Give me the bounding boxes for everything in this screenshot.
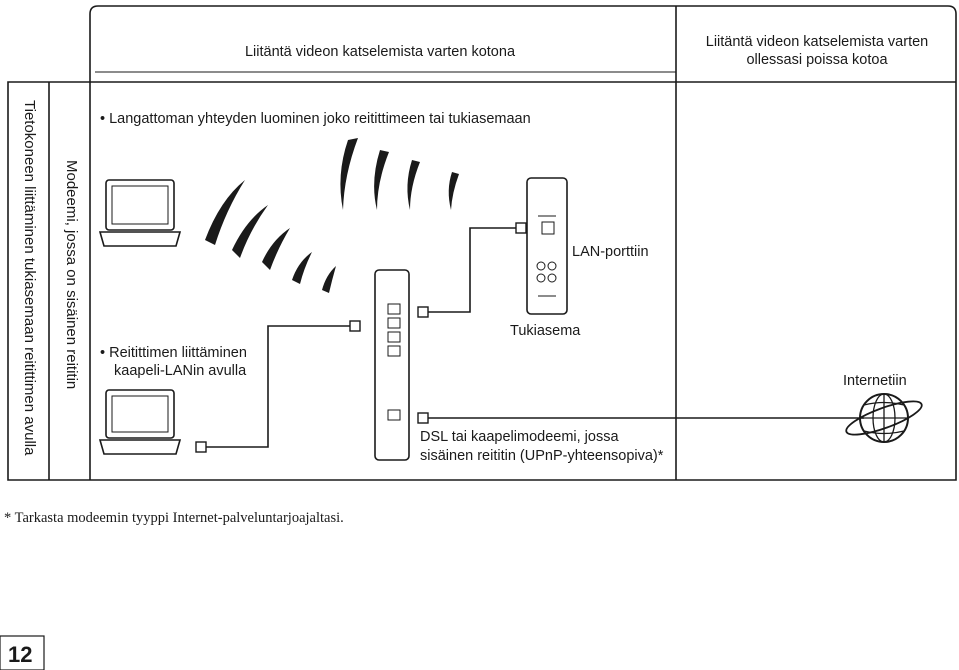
- page-number: 12: [8, 642, 33, 667]
- internet-globe-icon: [845, 393, 923, 443]
- wired-connection-label-line1: Reitittimen liittäminen: [100, 344, 247, 362]
- modem-label-line1: DSL tai kaapelimodeemi, jossa: [420, 429, 619, 445]
- wireless-waves: [205, 138, 459, 293]
- wireless-connection-label: Langattoman yhteyden luominen joko reiti…: [100, 110, 531, 128]
- lan-port-label: LAN-porttiin: [572, 244, 649, 260]
- internet-label: Internetiin: [843, 373, 907, 389]
- wired-connection-label-line2: kaapeli-LANin avulla: [114, 363, 247, 379]
- page-number-box: [0, 635, 45, 670]
- header-away-view-line1: Liitäntä videon katselemista varten: [705, 34, 929, 50]
- laptop-top-icon: [98, 179, 182, 247]
- header-away-view-line2: ollessasi poissa kotoa: [746, 52, 888, 68]
- lan-cables: [196, 227, 864, 448]
- base-station-device: [526, 177, 568, 315]
- cable-connectors: [195, 222, 527, 453]
- side-label-outer: Tietokoneen liittäminen tukiasemaan reit…: [21, 100, 38, 456]
- footnote: * Tarkasta modeemin tyyppi Internet-palv…: [4, 510, 344, 526]
- base-station-label: Tukiasema: [510, 323, 581, 339]
- modem-label-line2: sisäinen reititin (UPnP-yhteensopiva)*: [420, 448, 664, 464]
- outer-frame: [7, 5, 957, 481]
- side-label-inner: Modeemi, jossa on sisäinen reititin: [63, 160, 80, 390]
- laptop-bottom-icon: [98, 389, 182, 455]
- header-home-view: Liitäntä videon katselemista varten koto…: [244, 44, 516, 60]
- modem-router-device: [374, 269, 410, 461]
